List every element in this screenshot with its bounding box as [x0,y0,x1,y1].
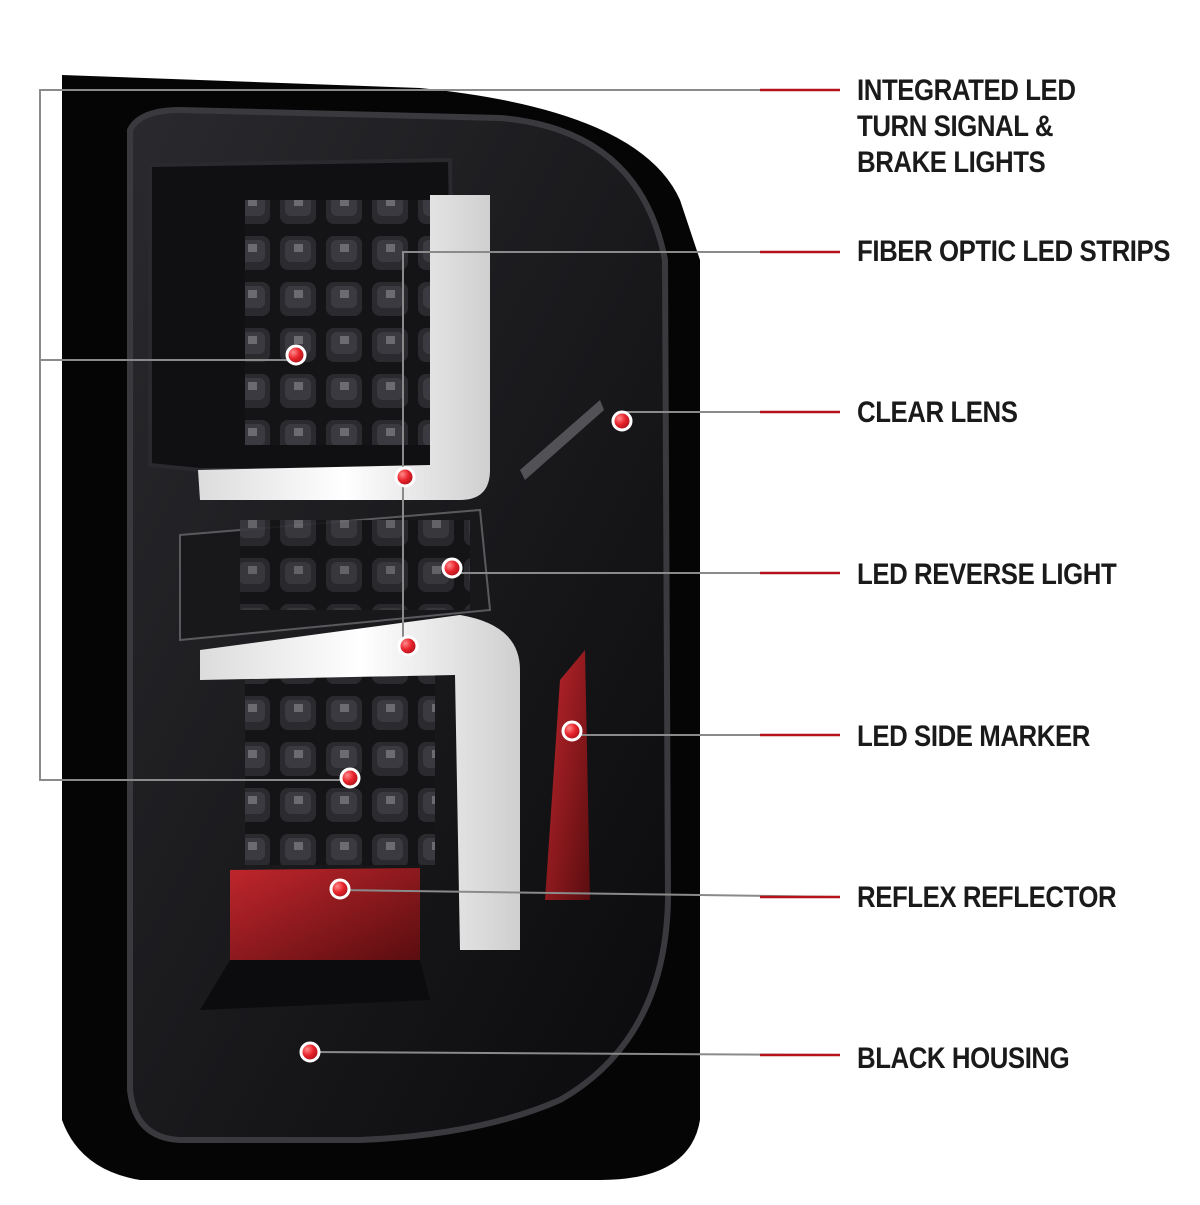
label-integrated-led: INTEGRATED LED TURN SIGNAL & BRAKE LIGHT… [857,74,1076,179]
dot-reverse-light [441,557,463,579]
leader-integrated-led [39,89,840,781]
clear-lens-highlight [520,400,604,480]
leader-black-housing [309,1051,841,1056]
upper-led-array [245,200,440,445]
lower-led-array [245,665,435,865]
dot-integrated-led-lower [339,767,361,789]
dot-side-marker [561,720,583,742]
lower-well [200,960,430,1010]
dot-reflex-reflector [329,878,351,900]
label-black-housing: BLACK HOUSING [857,1042,1070,1075]
reflex-reflector-lens [230,868,420,960]
dot-fiber-optic-lower [397,635,419,657]
label-reverse-light: LED REVERSE LIGHT [857,558,1117,591]
label-reflex-reflector: REFLEX REFLECTOR [857,881,1117,914]
side-marker-lens [545,650,590,900]
label-fiber-optic: FIBER OPTIC LED STRIPS [857,235,1171,268]
dot-black-housing [299,1041,321,1063]
dot-integrated-led-upper [285,344,307,366]
dot-fiber-optic-upper [394,466,416,488]
dot-clear-lens [611,410,633,432]
label-side-marker: LED SIDE MARKER [857,720,1090,753]
leader-lines [39,88,841,1057]
fiber-optic-strip-upper [198,195,490,500]
label-clear-lens: CLEAR LENS [857,396,1018,429]
reverse-led-array [240,520,470,610]
fiber-optic-strip-lower [200,615,520,950]
leader-reflex-reflector [339,889,841,898]
leader-fiber-optic [402,251,840,645]
callout-dots [285,344,633,1063]
